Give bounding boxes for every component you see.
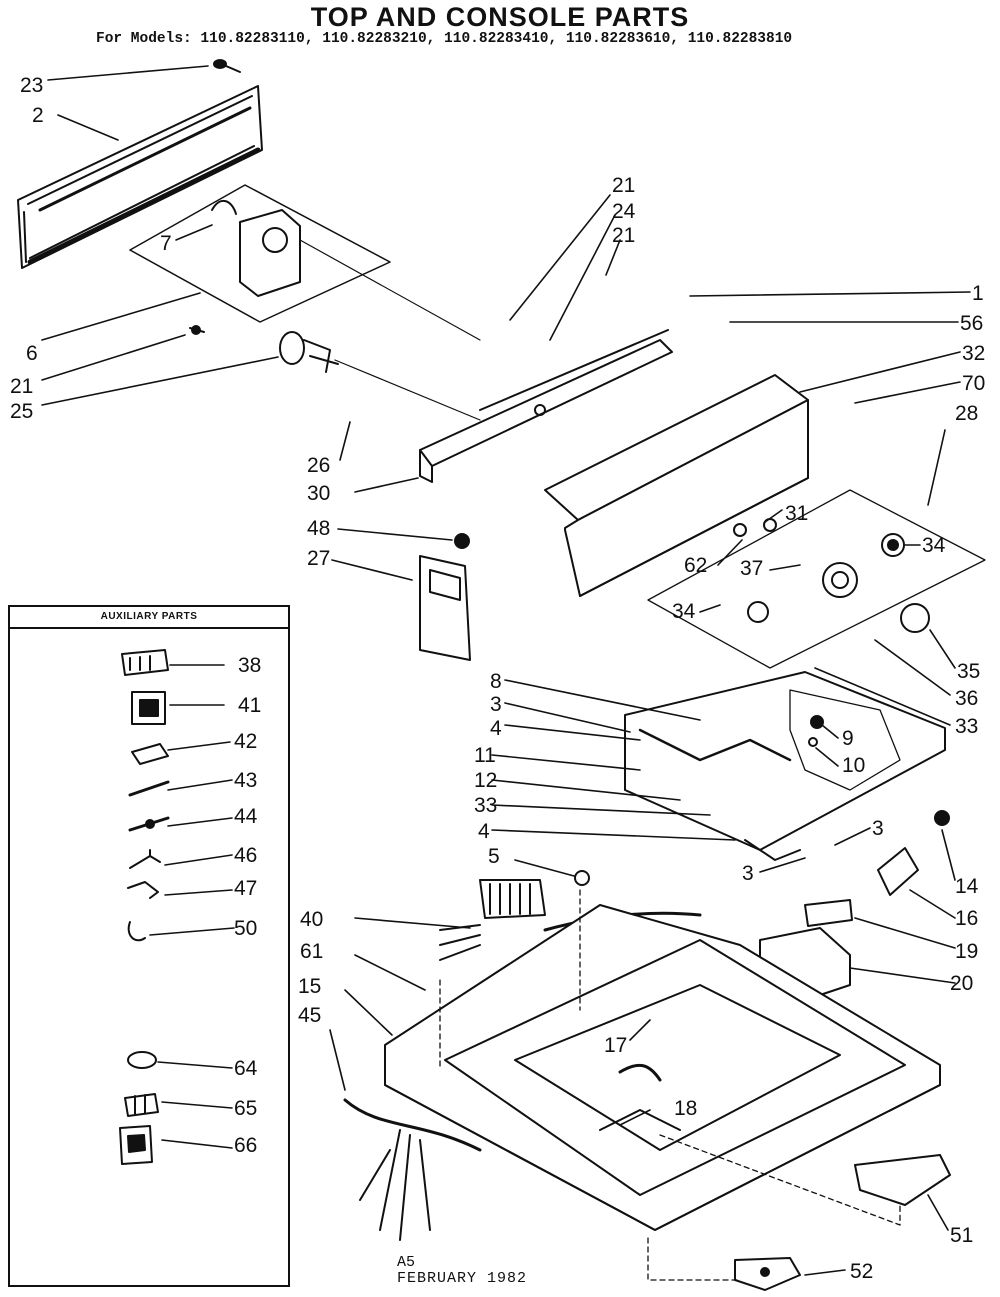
callout-44: 44: [234, 805, 258, 828]
callout-20: 20: [950, 972, 973, 995]
callout-28: 28: [955, 402, 978, 425]
knob-frame-28: [647, 489, 986, 669]
callout-34: 34: [922, 534, 946, 557]
parts-16-19-20: [759, 847, 919, 996]
auxiliary-parts-title: AUXILIARY PARTS: [10, 607, 288, 629]
callout-33: 33: [955, 715, 978, 738]
callout-48: 48: [307, 517, 330, 540]
callout-65: 65: [234, 1097, 257, 1120]
callout-21: 21: [612, 174, 635, 197]
callout-46: 46: [234, 844, 257, 867]
callout-41: 41: [238, 694, 261, 717]
callout-6: 6: [26, 342, 38, 365]
aux-part-50-icon: [127, 921, 146, 942]
aux-part-47-icon: [127, 881, 159, 899]
cover-51: [854, 1154, 951, 1206]
callout-62: 62: [684, 554, 707, 577]
callout-45: 45: [298, 1004, 321, 1027]
callout-32: 32: [962, 342, 985, 365]
callout-36: 36: [955, 687, 978, 710]
callout-70: 70: [962, 372, 985, 395]
footer-date: FEBRUARY 1982: [397, 1270, 528, 1287]
callout-30: 30: [307, 482, 330, 505]
callout-34: 34: [672, 600, 696, 623]
aux-part-41-icon: [131, 691, 166, 725]
callout-27: 27: [307, 547, 330, 570]
cabinet-top-15: [384, 904, 941, 1231]
callout-3: 3: [872, 817, 884, 840]
models-line: For Models: 110.82283110, 110.82283210, …: [96, 31, 793, 47]
page-title: TOP AND CONSOLE PARTS: [310, 2, 690, 32]
callout-23: 23: [20, 74, 43, 97]
callout-5: 5: [488, 845, 500, 868]
control-panel-32: [544, 374, 809, 597]
cover-52: [734, 1257, 801, 1291]
callout-18: 18: [674, 1097, 697, 1120]
aux-part-64-icon: [127, 1051, 157, 1069]
bracket-rail-30: [419, 329, 673, 483]
screw-23: [213, 59, 241, 73]
callout-11: 11: [474, 744, 496, 767]
callout-33: 33: [474, 794, 497, 817]
callout-24: 24: [612, 200, 636, 223]
switch-25: [279, 331, 481, 421]
timer-bracket-outline: [129, 184, 481, 341]
callout-56: 56: [960, 312, 983, 335]
console-back-panel: [17, 85, 263, 269]
callout-2: 2: [32, 104, 44, 127]
callout-3: 3: [742, 862, 754, 885]
console-cover-8: [624, 671, 946, 861]
callout-3: 3: [490, 693, 502, 716]
callout-40: 40: [300, 908, 323, 931]
aux-part-66-icon: [119, 1125, 153, 1165]
callout-37: 37: [740, 557, 763, 580]
callout-61: 61: [300, 940, 323, 963]
callout-numbers: 23 2 6 21 25 7 21 24 21 1 56 32 70 28 26…: [10, 74, 985, 1283]
callout-10: 10: [842, 754, 865, 777]
housing-27: [419, 555, 471, 661]
callout-15: 15: [298, 975, 321, 998]
auxiliary-parts-box: AUXILIARY PARTS: [8, 605, 290, 1287]
callout-66: 66: [234, 1134, 257, 1157]
callout-35: 35: [957, 660, 980, 683]
callout-25: 25: [10, 400, 33, 423]
callout-47: 47: [234, 877, 257, 900]
callout-51: 51: [950, 1224, 973, 1247]
footer-code: A5: [397, 1254, 416, 1271]
aux-part-65-icon: [124, 1093, 159, 1117]
callout-17: 17: [604, 1034, 627, 1057]
aux-part-38-icon: [121, 649, 169, 676]
callout-31: 31: [785, 502, 808, 525]
callout-43: 43: [234, 769, 257, 792]
callout-19: 19: [955, 940, 978, 963]
callout-50: 50: [234, 917, 257, 940]
callout-14: 14: [955, 875, 979, 898]
callout-8: 8: [490, 670, 502, 693]
callout-42: 42: [234, 730, 257, 753]
callout-64: 64: [234, 1057, 258, 1080]
wiring-harness-45: [343, 1098, 482, 1241]
aux-part-43-icon: [128, 780, 170, 797]
callout-12: 12: [474, 769, 497, 792]
callout-1: 1: [972, 282, 984, 305]
aux-part-44-icon: [128, 816, 170, 832]
callout-38: 38: [238, 654, 261, 677]
aux-part-46-icon: [129, 849, 161, 869]
callout-4: 4: [478, 820, 490, 843]
callout-7: 7: [160, 232, 172, 255]
aux-part-42-icon: [131, 743, 169, 765]
callout-21: 21: [10, 375, 33, 398]
callout-16: 16: [955, 907, 978, 930]
callout-9: 9: [842, 727, 854, 750]
callout-52: 52: [850, 1260, 873, 1283]
callout-21: 21: [612, 224, 635, 247]
callout-4: 4: [490, 717, 502, 740]
callout-26: 26: [307, 454, 330, 477]
